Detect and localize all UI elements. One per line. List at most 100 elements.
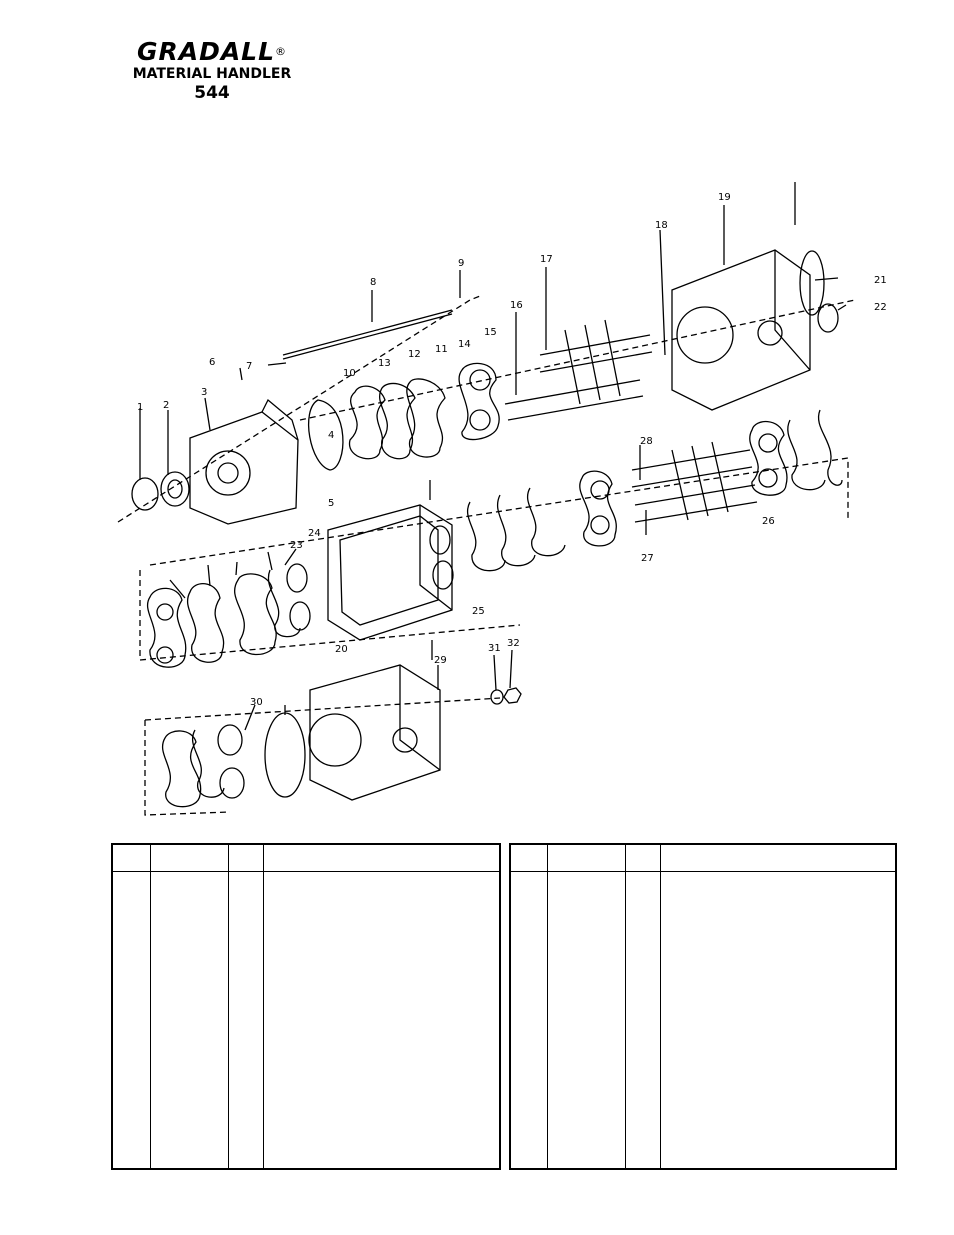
- thrust-plate-part: [406, 378, 446, 458]
- callout-label: 17: [540, 254, 553, 265]
- table-cell: [227, 871, 264, 1169]
- bearing-part: [817, 303, 839, 333]
- callout-label: 32: [507, 638, 520, 649]
- column-header: [624, 844, 661, 872]
- table-cell: [624, 871, 661, 1169]
- assembly-outline-lower: [144, 697, 501, 816]
- wear-plate-part: [579, 470, 617, 547]
- nut-part: [503, 687, 522, 704]
- assembly-outline-middle: [139, 457, 849, 661]
- callout-label: 5: [328, 498, 334, 509]
- washer-part: [490, 689, 504, 705]
- table-cell: [659, 871, 897, 1169]
- snap-ring-part: [131, 477, 159, 511]
- table-cell: [149, 871, 229, 1169]
- callout-label: 29: [434, 655, 447, 666]
- column-header: [659, 844, 897, 872]
- callout-label: 9: [458, 258, 464, 269]
- wear-plate-part: [749, 420, 788, 496]
- callout-label: 20: [335, 644, 348, 655]
- bushing-part: [217, 724, 243, 756]
- parts-table-right: [509, 843, 897, 1170]
- callout-label: 7: [246, 361, 252, 372]
- brand-name: GRADALL: [136, 37, 276, 66]
- callout-label: 8: [370, 277, 376, 288]
- seal-part: [192, 729, 225, 798]
- callout-label: 10: [343, 368, 356, 379]
- brand-logo: GRADALL®: [112, 38, 312, 66]
- pump-body-end-part: [308, 664, 441, 801]
- seal-part: [162, 730, 202, 808]
- seal-part: [497, 494, 536, 567]
- shaft-seal-part: [160, 471, 190, 507]
- callout-label: 23: [290, 540, 303, 551]
- driven-gear-part: [631, 449, 758, 523]
- column-header: [546, 844, 626, 872]
- column-header: [509, 844, 548, 872]
- callout-label: 27: [641, 553, 654, 564]
- callout-label: 2: [163, 400, 169, 411]
- front-cover-part: [189, 398, 299, 525]
- bushing-part: [432, 560, 454, 590]
- callout-label: 21: [874, 275, 887, 286]
- bushing-part: [219, 767, 245, 799]
- bushing-part: [429, 525, 451, 555]
- callout-label: 6: [209, 357, 215, 368]
- callout-label: 31: [488, 643, 501, 654]
- column-header: [227, 844, 264, 872]
- table-cell: [111, 871, 151, 1169]
- seal-part: [787, 419, 826, 491]
- brand-header: GRADALL® MATERIAL HANDLER 544: [112, 38, 312, 104]
- callout-label: 11: [435, 344, 448, 355]
- callout-label: 14: [458, 339, 471, 350]
- gasket-part: [308, 399, 344, 471]
- callout-label: 19: [718, 192, 731, 203]
- seal-part: [187, 583, 225, 663]
- callout-labels: 1 2 3 4 5 6 7 8 9 10 11 12 13 14 15 16 1…: [137, 192, 887, 708]
- callout-label: 24: [308, 528, 321, 539]
- drive-gear-part: [504, 334, 653, 421]
- callout-label: 28: [640, 436, 653, 447]
- pump-body-rear-part: [671, 249, 811, 411]
- o-ring-part: [264, 712, 306, 798]
- wear-plate-part: [458, 362, 500, 441]
- column-header: [262, 844, 501, 872]
- callout-label: 4: [328, 430, 334, 441]
- callout-label: 18: [655, 220, 668, 231]
- seal-part: [817, 409, 843, 486]
- seal-part: [379, 382, 416, 460]
- assembly-outline-upper: [117, 295, 856, 523]
- parts-table-left: [111, 843, 501, 1170]
- seal-part: [527, 487, 566, 557]
- table-cell: [546, 871, 626, 1169]
- column-header: [149, 844, 229, 872]
- tie-bolt-part: [282, 309, 453, 360]
- seal-part: [147, 587, 187, 668]
- callout-label: 1: [137, 402, 143, 413]
- table-header-row: [509, 844, 897, 872]
- bushing-part: [289, 601, 311, 631]
- callout-label: 26: [762, 516, 775, 527]
- callout-label: 16: [510, 300, 523, 311]
- callout-label: 30: [250, 697, 263, 708]
- callout-label: 15: [484, 327, 497, 338]
- seal-part: [467, 501, 506, 572]
- callout-label: 22: [874, 302, 887, 313]
- callout-label: 12: [408, 349, 421, 360]
- document-subtitle: MATERIAL HANDLER: [132, 66, 292, 82]
- callout-label: 3: [201, 387, 207, 398]
- callout-label: 13: [378, 358, 391, 369]
- registered-mark: ®: [275, 45, 288, 58]
- table-cell: [262, 871, 501, 1169]
- table-row: [111, 871, 501, 1169]
- table-row: [509, 871, 897, 1169]
- table-header-row: [111, 844, 501, 872]
- callout-label: 25: [472, 606, 485, 617]
- seal-part: [234, 573, 277, 655]
- model-number: 544: [194, 83, 230, 103]
- bushing-part: [286, 563, 308, 593]
- o-ring-part: [799, 250, 825, 316]
- pump-body-front-part: [327, 504, 453, 641]
- column-header: [111, 844, 151, 872]
